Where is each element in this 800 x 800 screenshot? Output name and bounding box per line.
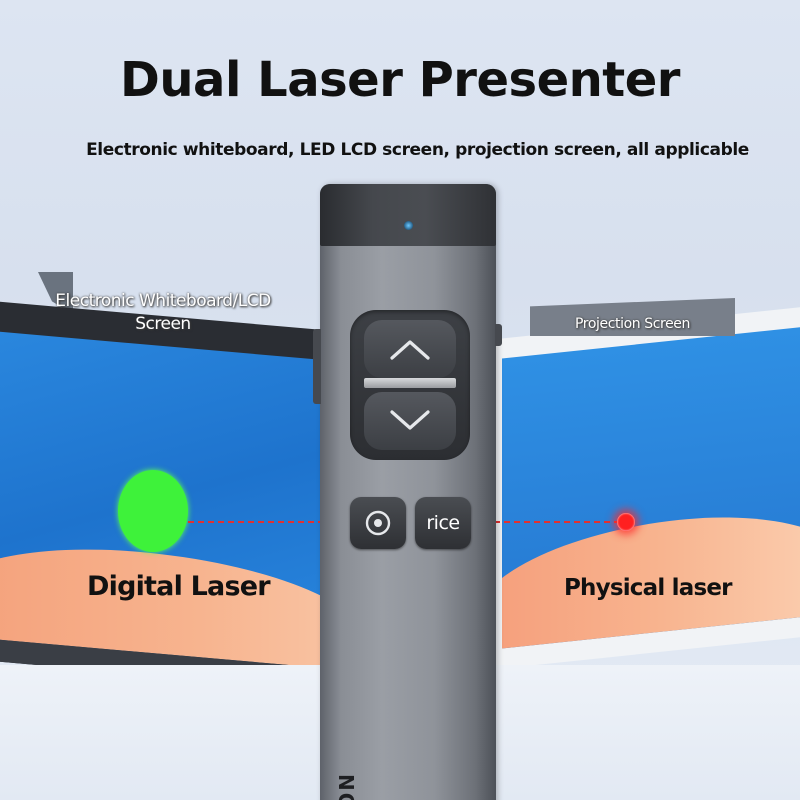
chevron-up-icon [390, 340, 430, 360]
custom-function-button[interactable]: rice [415, 497, 471, 549]
page-subtitle: Electronic whiteboard, LED LCD screen, p… [86, 140, 749, 160]
target-icon [365, 510, 391, 536]
physical-laser-label: Physical laser [564, 575, 732, 601]
digital-laser-dot [118, 470, 188, 552]
page-rocker [350, 310, 470, 460]
presenter-cap [320, 184, 496, 246]
projection-screen-label: Projection Screen [574, 316, 690, 332]
page-up-button[interactable] [364, 320, 456, 378]
physical-laser-beam [474, 521, 620, 523]
physical-laser-dot [617, 513, 635, 531]
brand-logo: NO [334, 774, 358, 800]
page-title: Dual Laser Presenter [120, 52, 680, 108]
projection-screen [488, 305, 800, 670]
presenter-device: rice NO [313, 184, 502, 800]
indicator-led [404, 221, 413, 230]
side-button[interactable] [495, 324, 502, 346]
lcd-screen-label: Electronic Whiteboard/LCD Screen [55, 291, 271, 334]
side-switch[interactable] [313, 329, 321, 404]
rocker-divider [364, 378, 456, 388]
laser-button[interactable] [350, 497, 406, 549]
page-down-button[interactable] [364, 392, 456, 450]
custom-button-text: rice [426, 512, 460, 534]
chevron-down-icon [390, 410, 430, 430]
digital-laser-label: Digital Laser [87, 571, 271, 602]
digital-laser-beam [188, 521, 354, 523]
